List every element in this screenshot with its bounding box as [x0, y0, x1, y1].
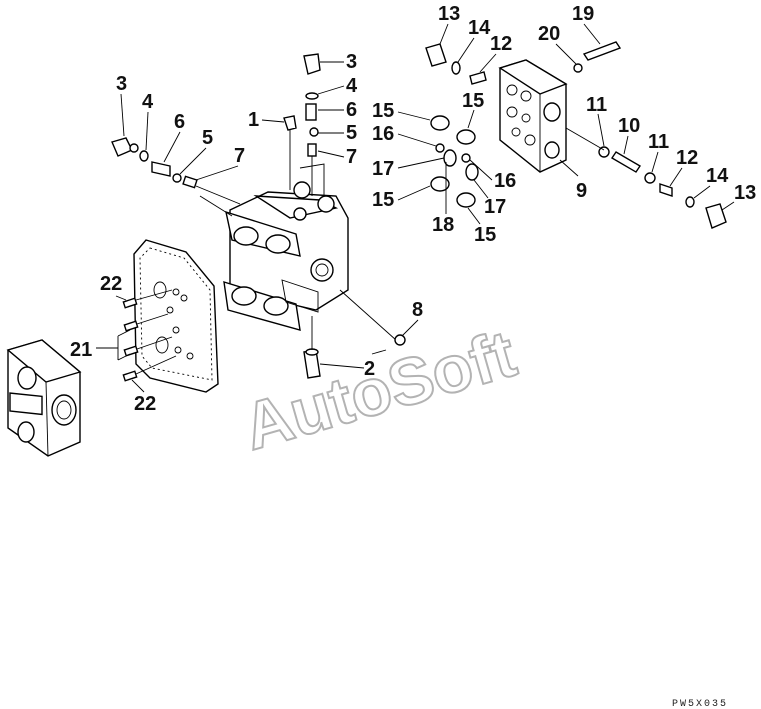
- callout-6-left: 6: [174, 111, 185, 133]
- callout-15-a: 15: [372, 100, 394, 122]
- watermark-text: AutoSoft: [235, 316, 523, 464]
- callout-12-top: 12: [490, 33, 512, 55]
- callout-9: 9: [576, 180, 587, 202]
- callout-6-top: 6: [346, 99, 357, 121]
- callout-11-b: 11: [648, 131, 669, 153]
- callout-4-left: 4: [142, 91, 154, 113]
- spool-assembly-right: [425, 41, 727, 229]
- callout-16-a: 16: [372, 123, 394, 145]
- plug-assembly-top: [283, 53, 321, 196]
- callout-15-b: 15: [372, 189, 394, 211]
- dowel-pins: [122, 289, 177, 382]
- callout-3-left: 3: [116, 73, 127, 95]
- callout-21: 21: [70, 339, 92, 361]
- callout-5-left: 5: [202, 127, 213, 149]
- callout-13-b: 13: [734, 182, 756, 204]
- end-cover: [6, 339, 82, 457]
- callout-15-d: 15: [474, 224, 496, 246]
- callout-7-left: 7: [234, 145, 245, 167]
- watermark: AutoSoft: [234, 315, 524, 465]
- callout-15-c: 15: [462, 90, 484, 112]
- callout-10: 10: [618, 115, 640, 137]
- callout-2: 2: [364, 358, 375, 380]
- callout-16-b: 16: [494, 170, 516, 192]
- callout-20: 20: [538, 23, 560, 45]
- callout-4-top: 4: [346, 75, 358, 97]
- callout-3-top: 3: [346, 51, 357, 73]
- callout-1: 1: [248, 109, 259, 131]
- callout-5-top: 5: [346, 122, 357, 144]
- callout-11-a: 11: [586, 94, 607, 116]
- callout-13-top: 13: [438, 3, 460, 25]
- seal-rings: [430, 115, 479, 208]
- callout-12-b: 12: [676, 147, 698, 169]
- callout-19: 19: [572, 3, 594, 25]
- callout-22-bottom: 22: [134, 393, 156, 415]
- callout-17-a: 17: [372, 158, 394, 180]
- drawing-code: PW5X035: [672, 699, 728, 709]
- relief-valve: [303, 316, 406, 379]
- callout-8: 8: [412, 299, 423, 321]
- plug-assembly-left: [111, 137, 241, 205]
- callout-7-top: 7: [346, 146, 357, 168]
- callout-18: 18: [432, 214, 454, 236]
- callout-17-b: 17: [484, 196, 506, 218]
- gasket-plate: [133, 239, 219, 393]
- valve-body: [199, 130, 397, 341]
- callout-22-top: 22: [100, 273, 122, 295]
- callout-14-b: 14: [706, 165, 729, 187]
- right-cover: [498, 59, 579, 177]
- callout-14-top: 14: [468, 17, 491, 39]
